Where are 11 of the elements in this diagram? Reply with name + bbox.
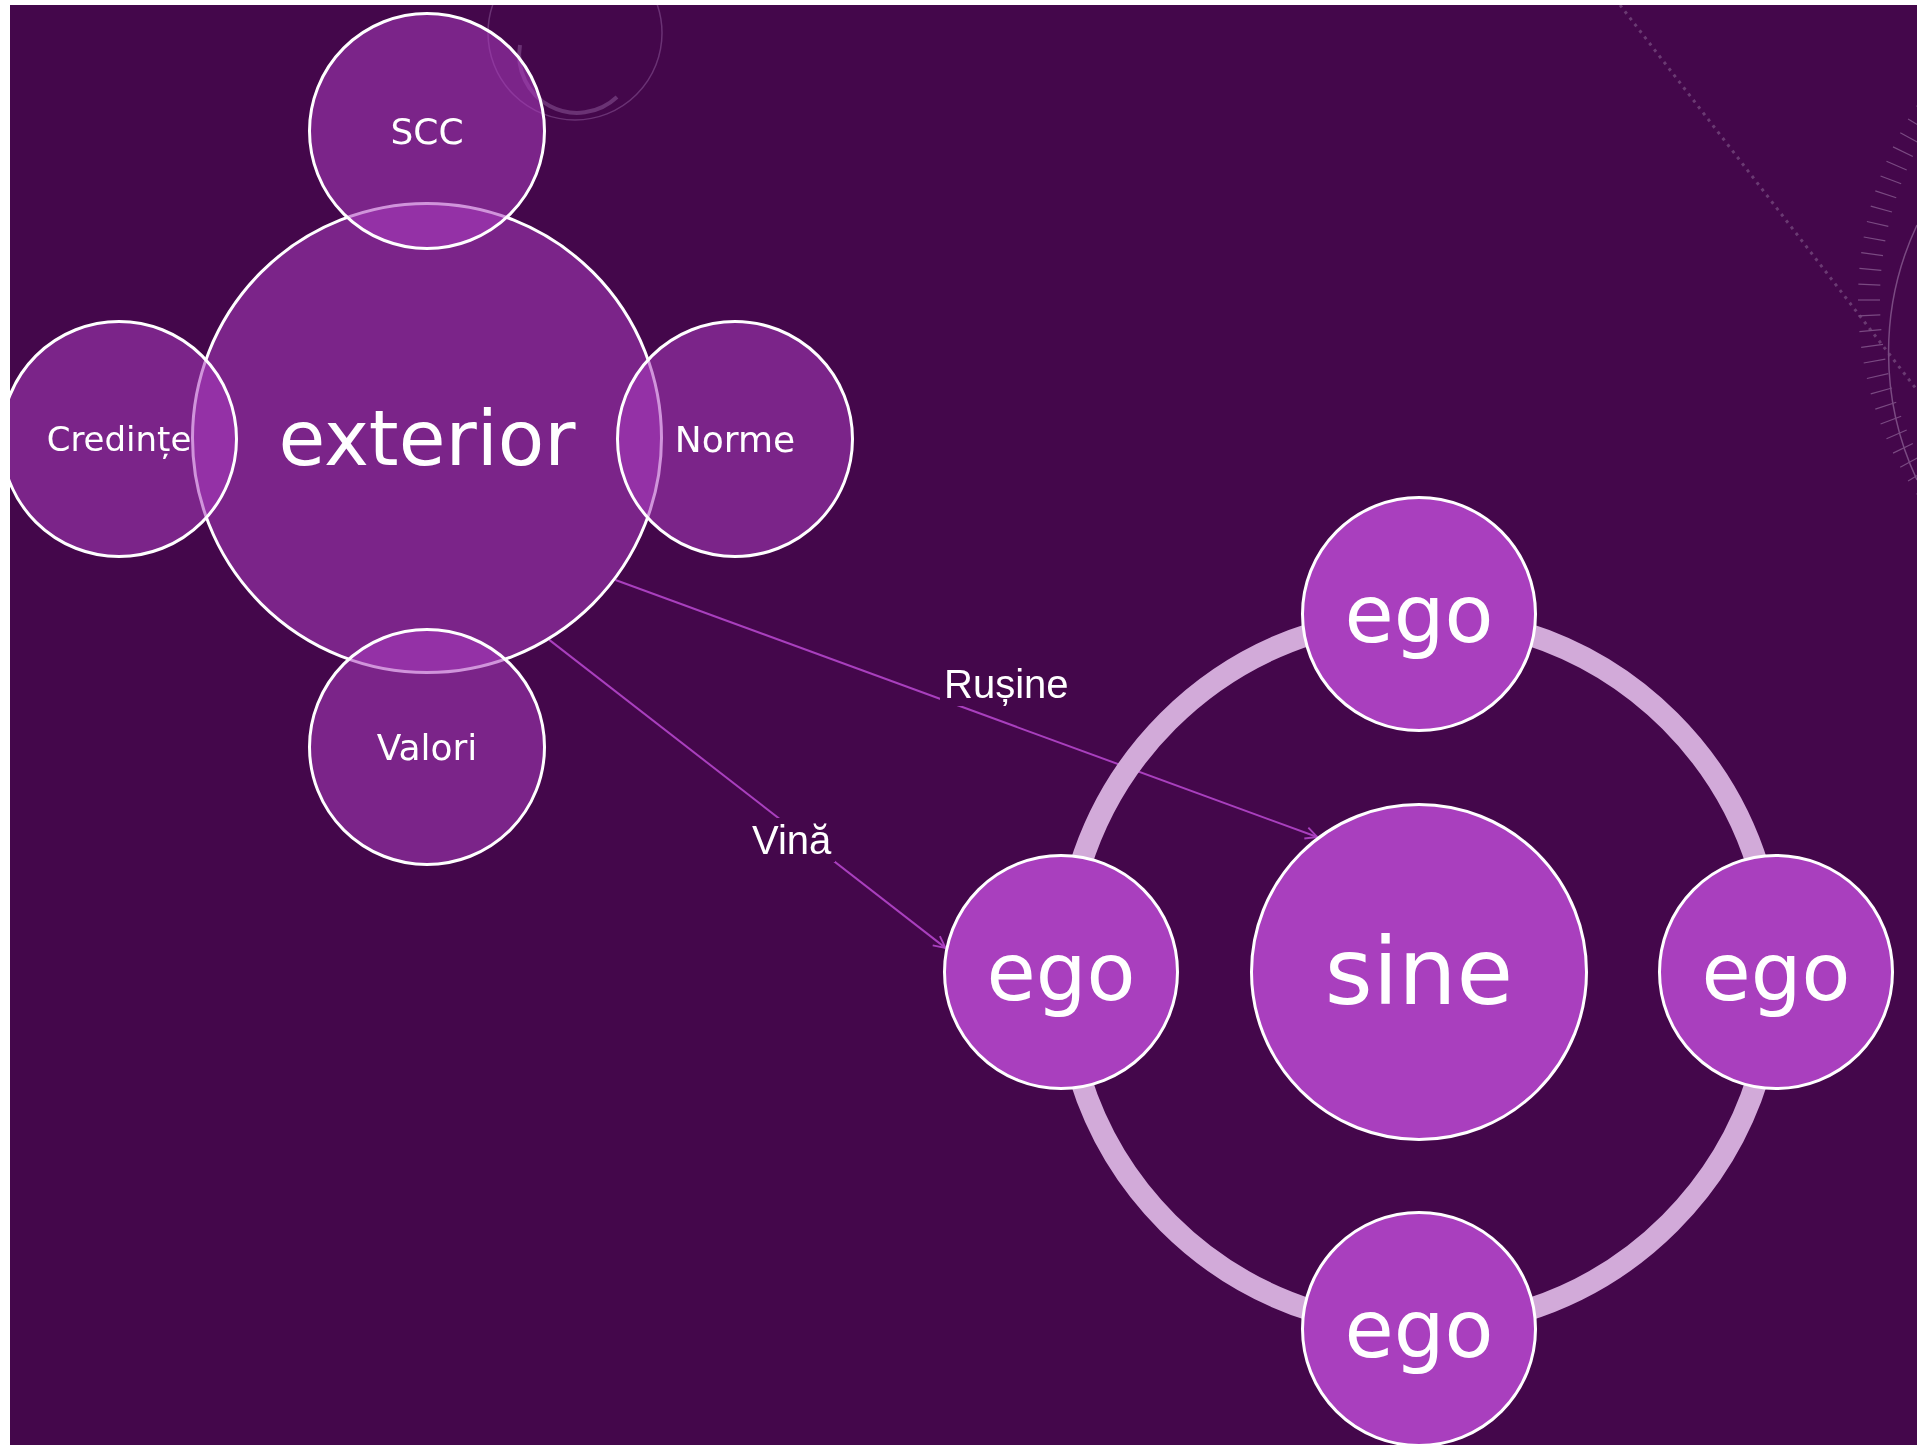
node-label: Credințe: [46, 419, 192, 459]
node-label: Valori: [376, 726, 478, 768]
node-label: ego: [1701, 925, 1851, 1019]
node-label: ego: [986, 925, 1136, 1019]
node-label: Norme: [674, 418, 796, 460]
node-label: ego: [1344, 1282, 1494, 1376]
arrow: [614, 579, 1319, 840]
node-label: sine: [1324, 918, 1514, 1026]
node-label: exterior: [278, 393, 576, 483]
node-label: ego: [1344, 567, 1494, 661]
node-label: SCC: [390, 110, 464, 152]
